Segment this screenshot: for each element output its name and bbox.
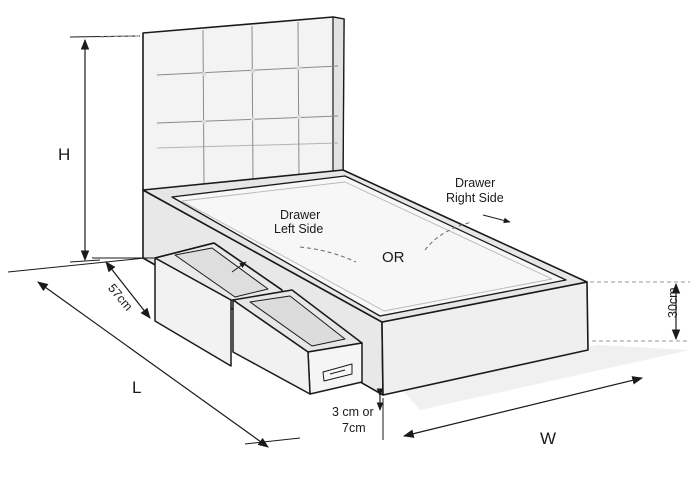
- or-label: OR: [382, 249, 405, 266]
- clearance-label-line2: 7cm: [342, 421, 366, 435]
- drawer-depth-label: 57cm: [105, 281, 135, 313]
- drawer-right-label-line2: Right Side: [446, 191, 504, 205]
- drawer-right-dashed-path: [424, 221, 473, 251]
- drawer-left-arrow: [231, 261, 247, 273]
- drawer-left-dashed-path: [299, 246, 357, 263]
- drawer-right-label-line1: Drawer: [455, 176, 495, 190]
- mattress-platform: [171, 175, 567, 317]
- height-bottom-ext: [69, 259, 101, 263]
- length-label: L: [132, 378, 141, 397]
- drawer-direction-arrows: [231, 214, 511, 273]
- dimension-height: [69, 35, 141, 263]
- tufting-buttons: [201, 65, 302, 125]
- headboard: [142, 16, 345, 196]
- drawer-right-arrow: [482, 214, 511, 224]
- dimension-length: [7, 257, 301, 448]
- clearance-label-line1: 3 cm or: [332, 405, 374, 419]
- headboard-tufting: [156, 21, 339, 189]
- drawer-left-label-line2: Left Side: [274, 222, 323, 236]
- drawer-left-label-line1: Drawer: [280, 208, 320, 222]
- width-label: W: [540, 429, 556, 448]
- dimension-base-height: [590, 281, 690, 342]
- base-height-label: 30cm: [666, 287, 680, 318]
- height-label: H: [58, 145, 70, 164]
